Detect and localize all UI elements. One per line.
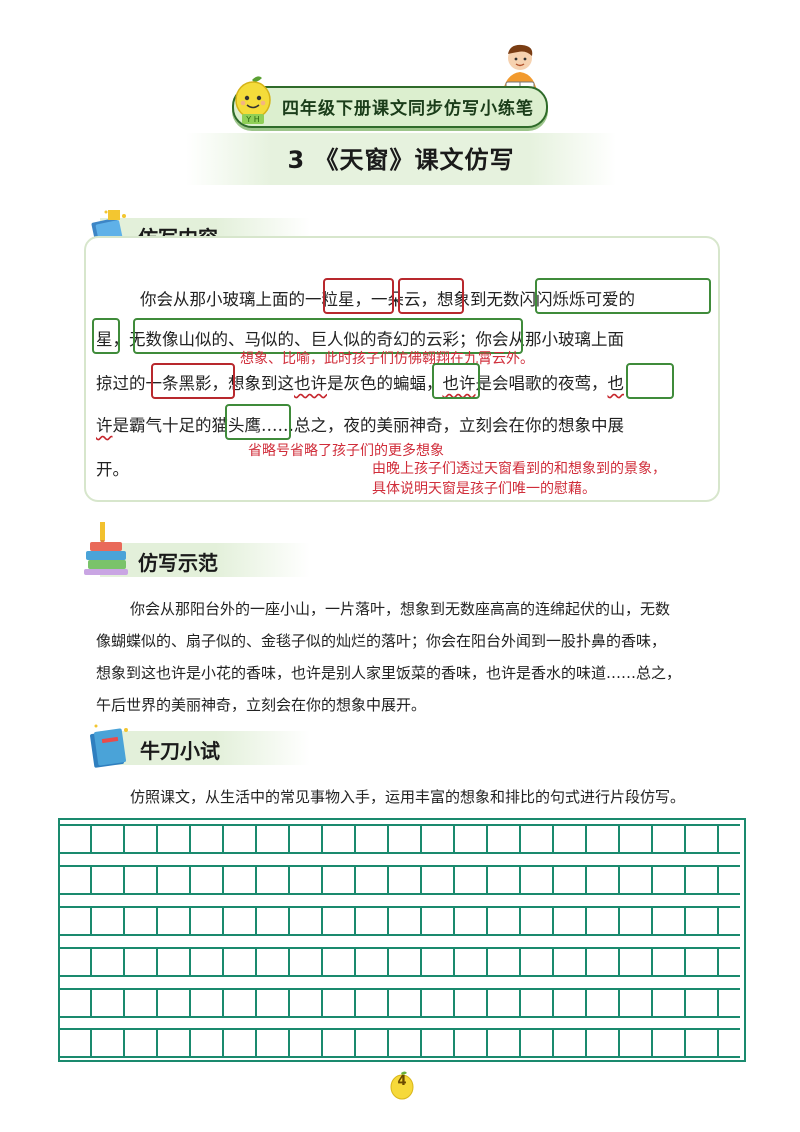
text-segment: 掠过的 [96, 374, 146, 393]
annotation-note: 具体说明天窗是孩子们唯一的慰藉。 [372, 481, 596, 497]
text-line-2: 星，无数像山似的、马似的、巨人似的奇幻的云彩；你会从那小玻璃上面 [96, 326, 624, 350]
text-segment: 是会唱歌的 [475, 374, 559, 393]
highlight-green: 无数像山似的、马似的、巨人似的奇幻的云彩 [129, 330, 459, 349]
text-line-3: 掠过的一条黑影，想象到这也许是灰色的蝙蝠，也许是会唱歌的夜莺，也 [96, 370, 624, 394]
highlight-red: 一粒星 [305, 290, 355, 309]
grid-row[interactable] [60, 865, 740, 895]
content-box [84, 236, 720, 502]
wavy-underline-text: 也 [607, 374, 625, 393]
red-box [398, 278, 464, 314]
grid-row[interactable] [60, 824, 740, 854]
section-header-bar [100, 731, 310, 765]
highlight-red: 一条黑影 [145, 374, 212, 393]
example-line-3: 想象到这也许是小花的香味，也许是别人家里饭菜的香味，也许是香水的味道……总之， [96, 664, 682, 682]
highlight-green: 星 [96, 330, 113, 349]
annotation-note: 省略号省略了孩子们的更多想象 [248, 443, 444, 459]
text-segment: ， [426, 374, 443, 393]
highlight-green: 无数闪闪烁烁可爱的 [486, 290, 636, 309]
highlight-green: 猫头鹰 [211, 416, 262, 435]
title-band [186, 133, 616, 185]
page-title: 3 《天窗》课文仿写 [287, 146, 515, 174]
annotation-note: 由晚上孩子们透过天窗看到的和想象到的景象， [372, 461, 666, 477]
red-box [151, 363, 235, 399]
text-segment: ；你会从那小玻璃上面 [459, 330, 624, 349]
grid-row[interactable] [60, 1028, 740, 1058]
highlight-green: 蝙蝠 [393, 374, 426, 393]
text-segment: ， [354, 290, 372, 309]
text-line-5: 开。 [96, 456, 129, 480]
text-line-4: 许是霸气十足的猫头鹰……总之，夜的美丽神奇，立刻会在你的想象中展 [96, 412, 624, 436]
wavy-underline-text: 也许 [294, 374, 327, 393]
book-stack-icon [84, 720, 136, 772]
text-segment: ……总之，夜的美丽神奇，立刻会在你的想象中展 [261, 416, 624, 435]
page-number: 4 [397, 1074, 407, 1089]
text-segment: ，想象到 [420, 290, 487, 309]
banner-title: 四年级下册课文同步仿写小练笔 [282, 99, 534, 119]
green-box [432, 363, 480, 399]
text-segment: ， [112, 330, 130, 349]
text-segment: 你会从那小玻璃上面的 [140, 290, 305, 309]
example-line-2: 像蝴蝶似的、扇子似的、金毯子似的灿烂的落叶；你会在阳台外闻到一股扑鼻的香味， [96, 632, 667, 650]
text-segment: 是霸气十足的 [112, 416, 212, 435]
red-box [323, 278, 394, 314]
section-header-bar [100, 543, 310, 577]
practice-instruction: 仿照课文，从生活中的常见事物入手，运用丰富的想象和排比的句式进行片段仿写。 [130, 788, 686, 806]
books-pencil-icon [78, 518, 138, 578]
green-box [133, 318, 523, 354]
example-line-1: 你会从那阳台外的一座小山，一片落叶，想象到无数座高高的连绵起伏的山，无数 [130, 600, 671, 618]
section-title-example: 仿写示范 [138, 551, 218, 575]
green-box [535, 278, 711, 314]
green-box [225, 404, 291, 440]
text-segment: ， [591, 374, 608, 393]
example-line-4: 午后世界的美丽神奇，立刻会在你的想象中展开。 [96, 696, 427, 714]
annotation-note: 想象、比喻，此时孩子们仿佛翱翔在九霄云外。 [240, 351, 534, 367]
green-box [626, 363, 674, 399]
text-segment: 是灰色的 [327, 374, 393, 393]
lemon-mascot-icon: Y H [232, 74, 274, 126]
green-box [92, 318, 120, 354]
grid-row[interactable] [60, 988, 740, 1018]
writing-grid[interactable] [58, 818, 746, 1062]
wavy-underline-text: 也许 [442, 374, 476, 393]
text-segment: ，想象到这 [211, 374, 295, 393]
text-segment: 开。 [96, 460, 129, 479]
grid-row[interactable] [60, 947, 740, 977]
text-line-1: 你会从那小玻璃上面的一粒星，一朵云，想象到无数闪闪烁烁可爱的 [140, 286, 635, 310]
section-title-practice: 牛刀小试 [140, 739, 220, 763]
highlight-green: 夜莺 [558, 374, 591, 393]
grid-row[interactable] [60, 906, 740, 936]
wavy-underline-text: 许 [96, 416, 113, 435]
highlight-red: 一朵云 [371, 290, 421, 309]
lemon-page-icon [389, 1070, 415, 1100]
grade-banner [232, 86, 548, 128]
svg-text:Y H: Y H [245, 115, 259, 124]
